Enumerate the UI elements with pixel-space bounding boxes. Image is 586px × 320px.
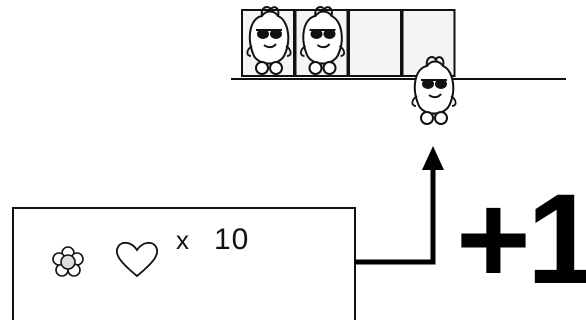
flower-icon bbox=[52, 246, 84, 277]
plus-one-label: +1 bbox=[456, 168, 586, 311]
slot-row bbox=[241, 6, 456, 77]
arrow-head bbox=[422, 146, 444, 170]
heart-icon bbox=[115, 241, 159, 278]
slot-box bbox=[348, 9, 402, 77]
connector-line bbox=[355, 170, 436, 265]
cost-amount: 10 bbox=[214, 223, 250, 256]
cost-label: x 10 bbox=[176, 223, 249, 257]
multiplier-symbol: x bbox=[176, 225, 190, 255]
